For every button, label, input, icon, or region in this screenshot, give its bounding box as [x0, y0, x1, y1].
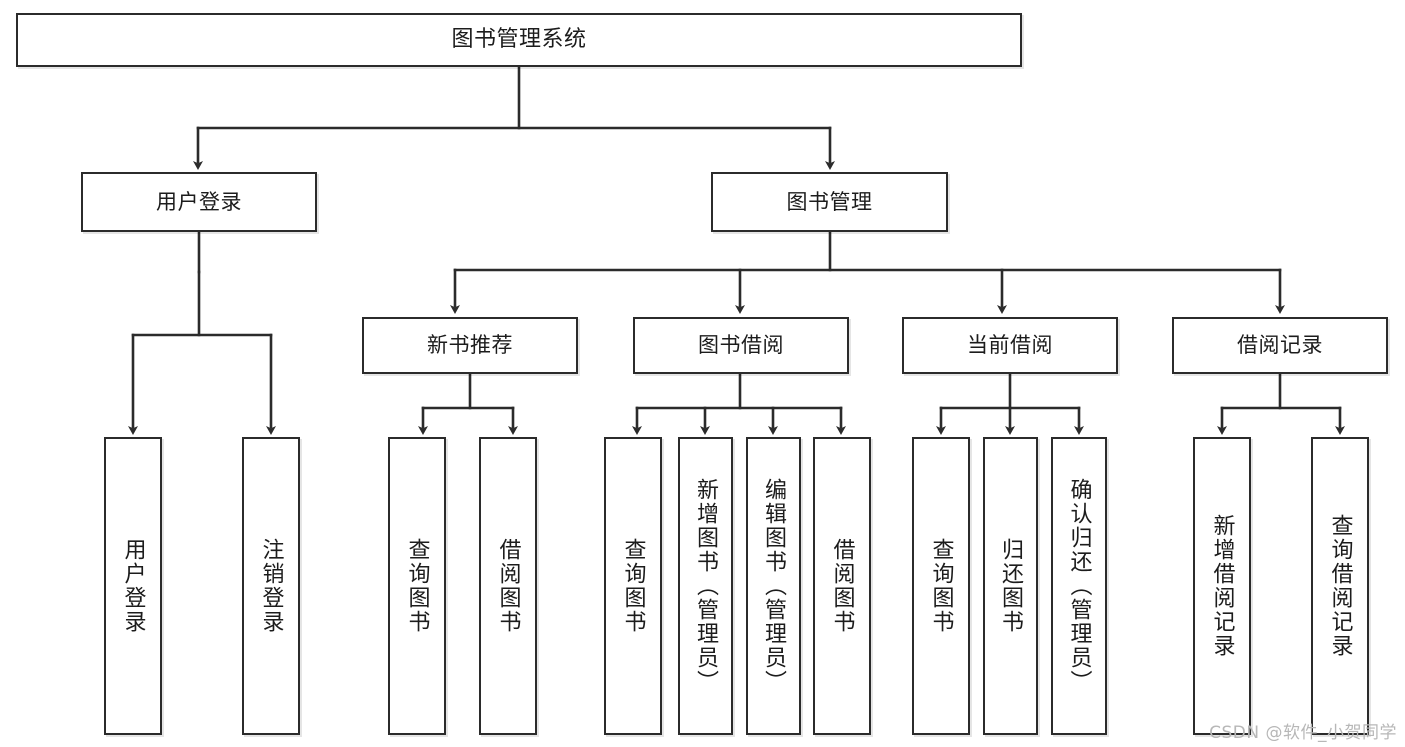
node-label: 借阅记录 [1237, 333, 1323, 358]
node-label: 查询借阅记录 [1327, 514, 1353, 658]
node-current-borrow[interactable]: 当前借阅 [902, 317, 1118, 374]
node-label: 查询图书 [928, 538, 954, 634]
node-borrow-record[interactable]: 借阅记录 [1172, 317, 1388, 374]
node-leaf-query-book-1[interactable]: 查询图书 [388, 437, 446, 735]
node-leaf-borrow-book-1[interactable]: 借阅图书 [479, 437, 537, 735]
node-label: 新书推荐 [427, 333, 513, 358]
node-leaf-confirm-return[interactable]: 确认归还（管理员） [1051, 437, 1107, 735]
node-user-login[interactable]: 用户登录 [81, 172, 317, 232]
node-label: 注销登录 [258, 538, 284, 634]
node-leaf-user-login[interactable]: 用户登录 [104, 437, 162, 735]
node-label: 用户登录 [156, 189, 242, 214]
node-label: 查询图书 [620, 538, 646, 634]
node-label: 当前借阅 [967, 333, 1053, 358]
node-label: 用户登录 [120, 538, 146, 634]
node-leaf-query-book-3[interactable]: 查询图书 [912, 437, 970, 735]
node-leaf-add-record[interactable]: 新增借阅记录 [1193, 437, 1251, 735]
node-label: 借阅图书 [495, 538, 521, 634]
node-label: 借阅图书 [829, 538, 855, 634]
node-leaf-return-book[interactable]: 归还图书 [983, 437, 1038, 735]
node-label: 新增图书（管理员） [693, 478, 719, 694]
node-leaf-query-record[interactable]: 查询借阅记录 [1311, 437, 1369, 735]
node-new-book-rec[interactable]: 新书推荐 [362, 317, 578, 374]
node-label: 查询图书 [404, 538, 430, 634]
node-label: 图书借阅 [698, 333, 784, 358]
node-leaf-add-book[interactable]: 新增图书（管理员） [678, 437, 733, 735]
node-root-system[interactable]: 图书管理系统 [16, 13, 1022, 67]
node-leaf-borrow-book-2[interactable]: 借阅图书 [813, 437, 871, 735]
node-leaf-logout[interactable]: 注销登录 [242, 437, 300, 735]
node-book-manage[interactable]: 图书管理 [711, 172, 948, 232]
node-label: 图书管理系统 [451, 27, 587, 53]
node-label: 归还图书 [998, 538, 1024, 634]
node-book-borrow[interactable]: 图书借阅 [633, 317, 849, 374]
node-leaf-edit-book[interactable]: 编辑图书（管理员） [746, 437, 801, 735]
node-leaf-query-book-2[interactable]: 查询图书 [604, 437, 662, 735]
node-label: 图书管理 [786, 189, 873, 214]
node-label: 确认归还（管理员） [1066, 478, 1092, 694]
node-label: 新增借阅记录 [1209, 514, 1235, 658]
node-label: 编辑图书（管理员） [761, 478, 787, 694]
